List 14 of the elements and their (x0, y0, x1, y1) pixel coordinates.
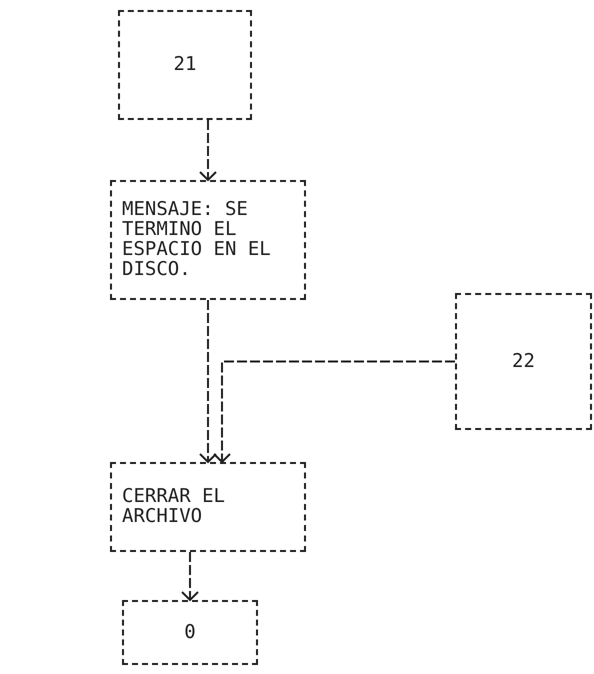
box-text: MENSAJE: SE TERMINO EL ESPACIO EN EL DISCO. (122, 200, 272, 280)
process-box (118, 10, 252, 120)
box-text: 22 (512, 352, 535, 372)
process-box (122, 600, 258, 665)
process-box (455, 293, 592, 430)
box-text: CERRAR EL ARCHIVO (122, 487, 226, 527)
process-box (110, 462, 306, 552)
arrow (213, 360, 455, 463)
process-box (110, 180, 306, 300)
box-text: 21 (174, 55, 196, 75)
arrow (181, 552, 199, 601)
arrow (199, 300, 217, 463)
box-text: 0 (184, 622, 196, 642)
arrow (199, 120, 217, 181)
